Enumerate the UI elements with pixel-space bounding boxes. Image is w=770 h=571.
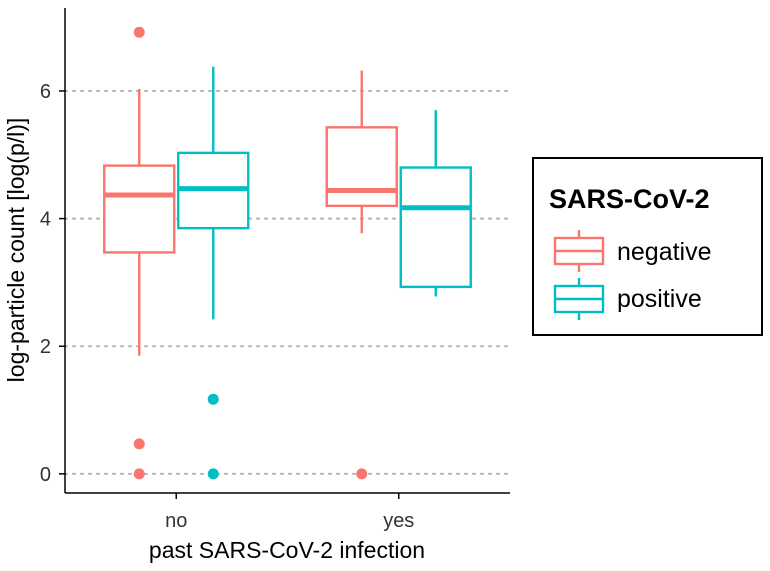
x-tick-label: yes xyxy=(383,510,414,532)
outlier-point xyxy=(133,468,145,480)
box-iqr xyxy=(103,164,176,254)
y-axis-title: log-particle count [log(p/l)] xyxy=(3,118,29,383)
box-positive-no xyxy=(177,66,250,480)
legend-label-negative: negative xyxy=(617,238,712,266)
outlier-point xyxy=(133,438,145,450)
box-iqr xyxy=(325,126,398,208)
plot-marks xyxy=(103,26,472,480)
legend-label-positive: positive xyxy=(617,285,702,313)
outlier-point xyxy=(133,26,145,38)
legend-key-negative xyxy=(553,230,605,272)
y-tick-label: 4 xyxy=(40,209,51,231)
box-positive-yes xyxy=(399,110,472,297)
y-tick-label: 0 xyxy=(40,464,51,486)
outlier-point xyxy=(356,468,368,480)
legend-key-positive xyxy=(553,278,605,320)
legend-keys xyxy=(553,230,605,320)
y-tick-label: 2 xyxy=(40,336,51,358)
outlier-point xyxy=(207,468,219,480)
box-iqr xyxy=(399,166,472,289)
legend-title: SARS-CoV-2 xyxy=(549,184,710,214)
x-tick-label: no xyxy=(165,510,187,532)
y-tick-label: 6 xyxy=(40,81,51,103)
x-axis-title: past SARS-CoV-2 infection xyxy=(149,537,425,563)
outlier-point xyxy=(207,393,219,405)
axis-ticks: 0 2 4 6 no yes xyxy=(40,81,414,532)
box-negative-no xyxy=(103,26,176,480)
box-negative-yes xyxy=(325,70,398,480)
legend: SARS-CoV-2 negative positive xyxy=(532,157,763,336)
